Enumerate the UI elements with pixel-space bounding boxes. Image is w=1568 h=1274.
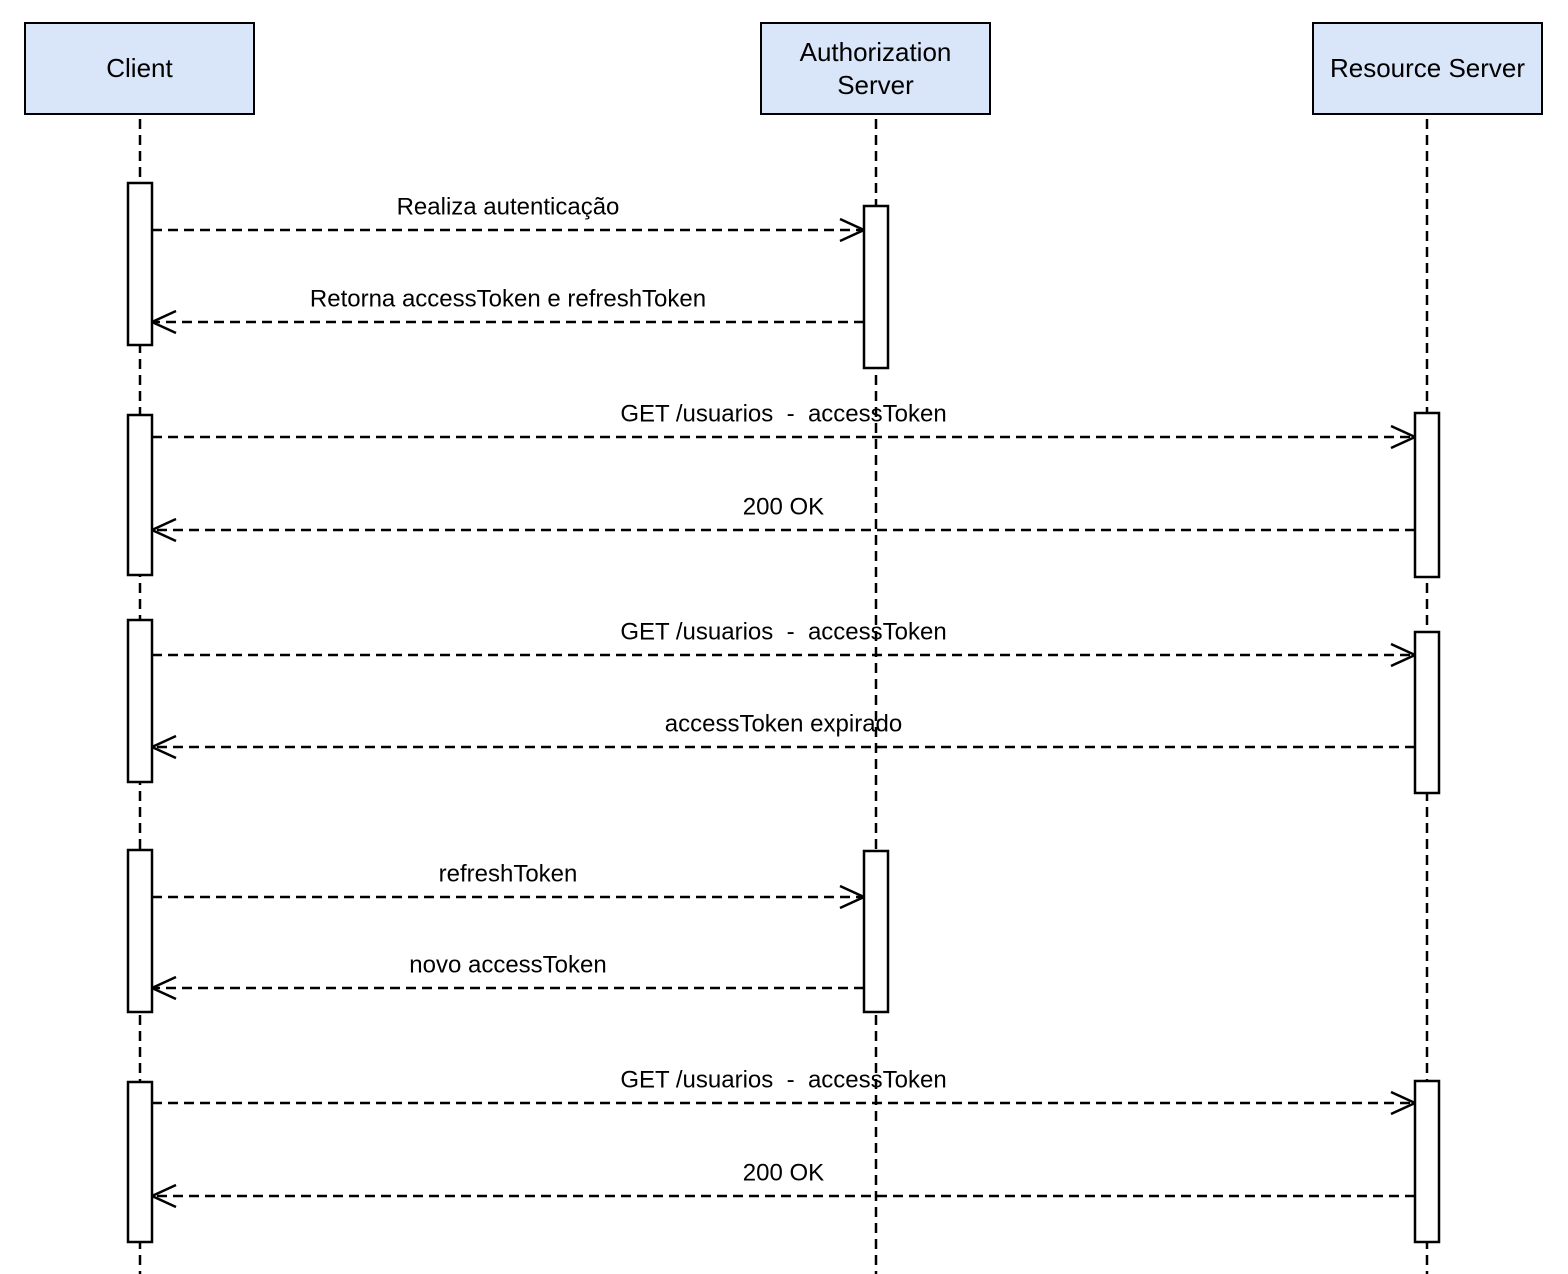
- activation-bar-auth: [862, 204, 890, 370]
- activation-bar-client: [126, 413, 154, 577]
- activation-bar-resource: [1413, 630, 1441, 795]
- activation-bar-resource: [1413, 1079, 1441, 1244]
- message-arrow-4: [148, 517, 1415, 543]
- actor-box-client: Client: [24, 22, 255, 115]
- message-label-4: 200 OK: [742, 493, 825, 521]
- message-arrow-7: [152, 884, 868, 910]
- message-arrow-10: [148, 1183, 1415, 1209]
- actor-box-resource-server: Resource Server: [1312, 22, 1543, 115]
- message-label-6: accessToken expirado: [664, 710, 903, 738]
- message-arrow-2: [148, 309, 864, 335]
- activation-bar-auth: [862, 849, 890, 1014]
- message-label-3: GET /usuarios - accessToken: [620, 400, 947, 428]
- actor-label-client: Client: [106, 53, 173, 84]
- message-label-1: Realiza autenticação: [396, 193, 620, 221]
- message-label-5: GET /usuarios - accessToken: [620, 618, 947, 646]
- actor-box-authorization-server: Authorization Server: [760, 22, 991, 115]
- message-label-8: novo accessToken: [409, 951, 607, 979]
- activation-bar-client: [126, 1080, 154, 1244]
- message-label-7: refreshToken: [438, 860, 578, 888]
- message-label-2: Retorna accessToken e refreshToken: [309, 285, 707, 313]
- actor-label-resource-server: Resource Server: [1329, 53, 1526, 84]
- activation-bar-client: [126, 181, 154, 347]
- message-arrow-9: [152, 1090, 1419, 1116]
- actor-label-authorization-server: Authorization Server: [799, 37, 952, 100]
- message-arrow-1: [152, 217, 868, 243]
- activation-bar-resource: [1413, 411, 1441, 579]
- message-arrow-8: [148, 975, 864, 1001]
- message-arrow-3: [152, 424, 1419, 450]
- activation-bar-client: [126, 848, 154, 1014]
- message-label-9: GET /usuarios - accessToken: [620, 1066, 947, 1094]
- message-label-10: 200 OK: [742, 1159, 825, 1187]
- message-arrow-6: [148, 734, 1415, 760]
- message-arrow-5: [152, 642, 1419, 668]
- activation-bar-client: [126, 618, 154, 784]
